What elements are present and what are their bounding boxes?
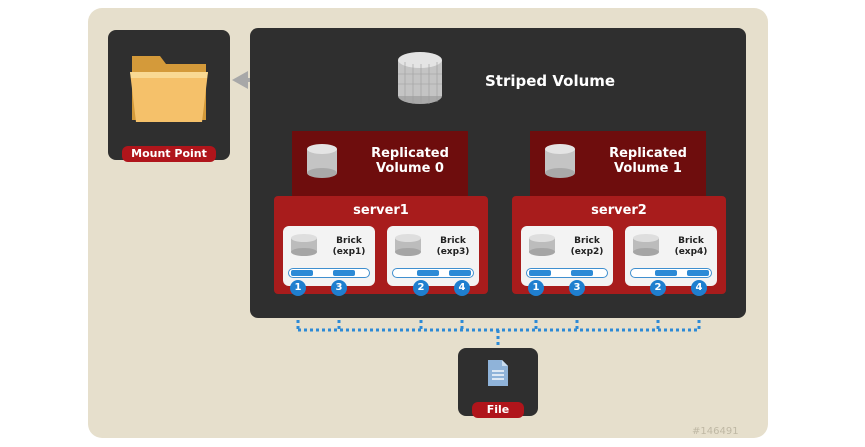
brick-exp2: Brick (exp2) xyxy=(521,226,613,286)
brick-track xyxy=(630,268,712,278)
chunk-segment xyxy=(571,270,593,276)
brick-label: Brick (exp1) xyxy=(329,236,369,258)
file-label: File xyxy=(472,402,524,418)
brick-disk-icon xyxy=(529,234,555,256)
chunk-badge: 4 xyxy=(691,280,707,296)
striped-volume-disk-icon xyxy=(398,52,442,104)
chunk-segment xyxy=(291,270,313,276)
brick-line1: Brick xyxy=(574,236,600,246)
replicated-volume-1-title: Replicated Volume 1 xyxy=(598,146,698,176)
brick-track xyxy=(392,268,474,278)
replicated-volume-1-disk-icon xyxy=(545,144,575,178)
chunk-badge: 2 xyxy=(413,280,429,296)
replicated-volume-0-line2: Volume 0 xyxy=(376,161,444,176)
chunk-segment xyxy=(417,270,439,276)
replicated-volume-0-disk-icon xyxy=(307,144,337,178)
striped-volume-label: Striped Volume xyxy=(485,72,616,90)
file-icon xyxy=(488,360,508,386)
brick-track xyxy=(526,268,608,278)
brick-line2: (exp2) xyxy=(570,247,604,257)
server1-label: server1 xyxy=(353,203,409,218)
replicated-volume-1-line1: Replicated xyxy=(609,146,687,161)
folder-icon xyxy=(130,56,208,122)
brick-line1: Brick xyxy=(678,236,704,246)
chunk-segment xyxy=(333,270,355,276)
chunk-segment xyxy=(655,270,677,276)
chunk-badge: 3 xyxy=(569,280,585,296)
chunk-segment xyxy=(687,270,709,276)
server2-label: server2 xyxy=(591,203,647,218)
chunk-badge: 1 xyxy=(528,280,544,296)
brick-track xyxy=(288,268,370,278)
brick-line1: Brick xyxy=(440,236,466,246)
chunk-badge: 1 xyxy=(290,280,306,296)
brick-label: Brick (exp4) xyxy=(671,236,711,258)
replicated-volume-0-line1: Replicated xyxy=(371,146,449,161)
replicated-volume-0-title: Replicated Volume 0 xyxy=(360,146,460,176)
chunk-badge: 4 xyxy=(454,280,470,296)
brick-line2: (exp3) xyxy=(436,247,470,257)
brick-disk-icon xyxy=(395,234,421,256)
brick-line1: Brick xyxy=(336,236,362,246)
brick-label: Brick (exp3) xyxy=(433,236,473,258)
chunk-badge: 2 xyxy=(650,280,666,296)
brick-disk-icon xyxy=(291,234,317,256)
brick-disk-icon xyxy=(633,234,659,256)
brick-line2: (exp4) xyxy=(674,247,708,257)
replicated-volume-1-line2: Volume 1 xyxy=(614,161,682,176)
mount-point-label: Mount Point xyxy=(122,146,216,162)
brick-exp3: Brick (exp3) xyxy=(387,226,479,286)
brick-exp4: Brick (exp4) xyxy=(625,226,717,286)
brick-exp1: Brick (exp1) xyxy=(283,226,375,286)
mount-point-box: Mount Point xyxy=(108,30,230,162)
brick-line2: (exp1) xyxy=(332,247,366,257)
chunk-badge: 3 xyxy=(331,280,347,296)
chunk-segment xyxy=(529,270,551,276)
chunk-segment xyxy=(449,270,471,276)
watermark-id: #146491 xyxy=(692,426,739,437)
brick-label: Brick (exp2) xyxy=(567,236,607,258)
file-box: File xyxy=(458,348,538,418)
